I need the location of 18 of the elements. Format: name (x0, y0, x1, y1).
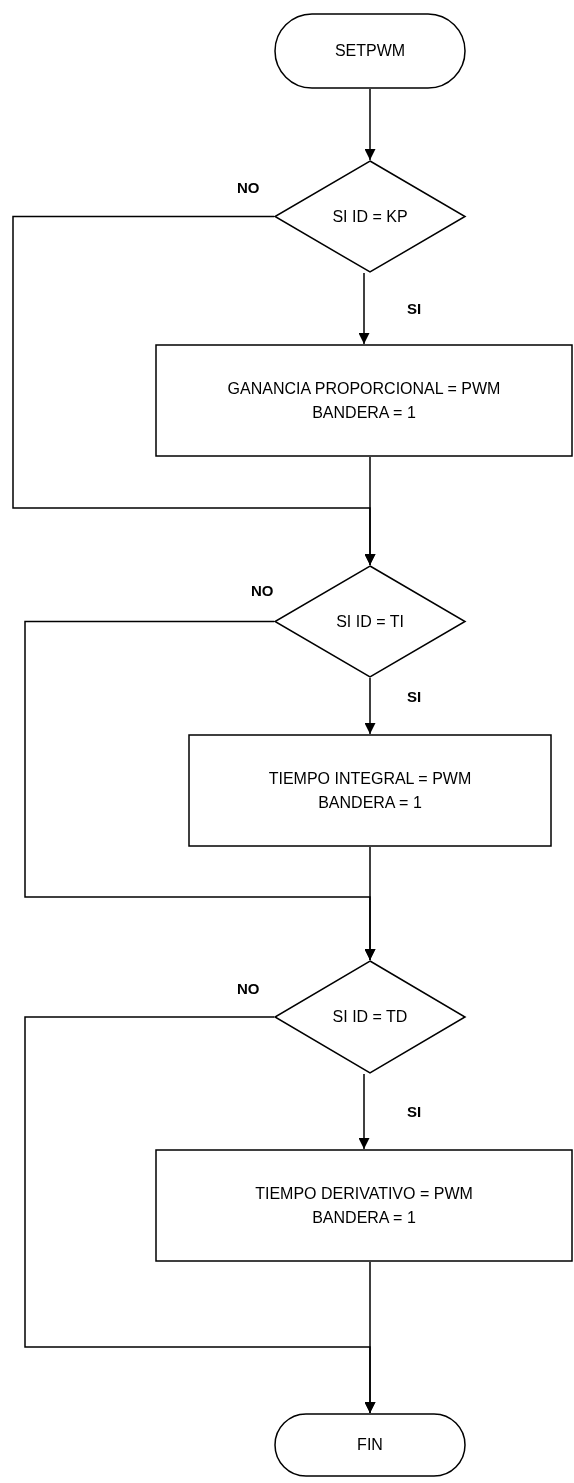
flow-arrow (358, 1073, 370, 1150)
condition-text: SI ID = TD (332, 1007, 408, 1028)
terminal-label: FIN (357, 1435, 383, 1456)
flow-arrow (364, 677, 376, 735)
flow-arrow (364, 1261, 376, 1414)
flow-arrow (358, 272, 370, 345)
terminal-label: SETPWM (334, 41, 406, 62)
condition-text: SI ID = KP (332, 206, 408, 227)
process-text: BANDERA = 1 (312, 402, 416, 423)
process-text: GANANCIA PROPORCIONAL = PWM (227, 379, 501, 400)
process-text: BANDERA = 1 (312, 1207, 416, 1228)
flow-arrow (364, 88, 376, 161)
flow-arrow (364, 456, 376, 566)
process-text: BANDERA = 1 (318, 792, 422, 813)
process-text: TIEMPO INTEGRAL = PWM (268, 769, 472, 790)
flow-arrow (364, 846, 376, 961)
condition-text: SI ID = TI (336, 611, 404, 632)
process-text: TIEMPO DERIVATIVO = PWM (255, 1184, 473, 1205)
